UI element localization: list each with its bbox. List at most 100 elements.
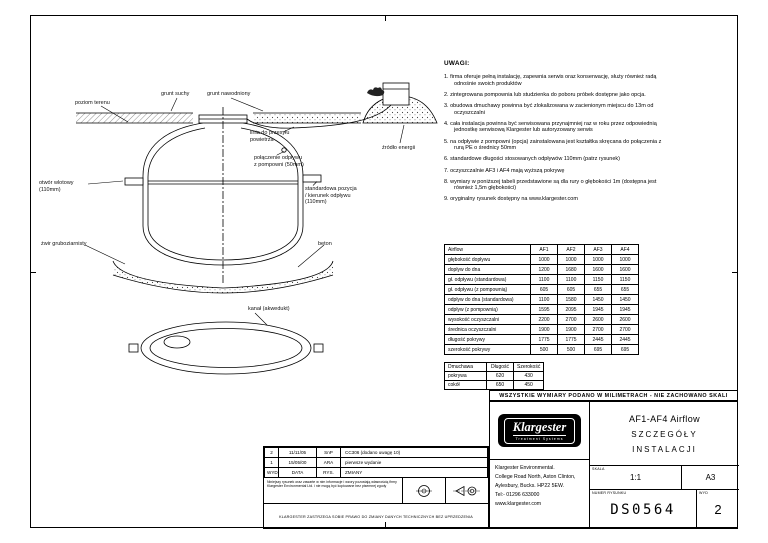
gravel-base: [112, 260, 334, 294]
table-cell: 1900: [557, 324, 585, 335]
label-beton: beton: [318, 241, 332, 247]
tolerance-symbol: [403, 478, 446, 503]
table-cell: 1775: [530, 334, 558, 345]
logo-badge: Klargester Treatment Systems: [497, 413, 582, 448]
blower-kiosk: [362, 82, 438, 124]
klargester-logo: Klargester Treatment Systems: [490, 402, 589, 460]
table-cell: 650: [486, 380, 514, 390]
inlet-stub: [124, 177, 144, 186]
revision-footer: Niniejszy rysunek oraz zawarte w nim inf…: [264, 478, 488, 504]
table-cell: odpływ (z pompownią): [444, 304, 531, 315]
table-cell: pokrywa: [444, 371, 487, 381]
label-grunt-suchy: grunt suchy: [161, 91, 190, 97]
table-cell: 1000: [611, 254, 639, 265]
table-cell: WYD: [264, 467, 279, 478]
installation-cross-section-drawing: [76, 82, 438, 375]
revision-value: 2: [714, 502, 722, 517]
title-block-right: AF1-AF4 Airflow SZCZEGÓŁY INSTALACJI SKA…: [590, 402, 739, 528]
table-cell: 2600: [611, 314, 639, 325]
notes-section: UWAGI: 1. firma oferuje pełną instalację…: [444, 60, 662, 208]
table-cell: CC306 (dodano uwagę 10): [340, 447, 488, 458]
scale-value: 1:1: [629, 473, 642, 482]
table-cell: 655: [584, 284, 612, 295]
list-item: www.klargester.com: [495, 501, 542, 507]
table-cell: szerokość pokrywy: [444, 344, 531, 355]
table-cell: 605: [530, 284, 558, 295]
drawing-number: DS0564: [610, 502, 676, 518]
table-cell: RYS.: [316, 467, 341, 478]
revision-label: WYD: [699, 491, 708, 495]
sheet-size-value: A3: [705, 473, 716, 482]
units-note: WSZYSTKIE WYMIARY PODANO W MILIMETRACH -…: [489, 390, 738, 401]
drawing-number-cell: NUMER RYSUNKU DS0564: [590, 490, 697, 528]
table-cell: cokół: [444, 380, 487, 390]
company-address: Klargester Environmental.College Road No…: [490, 460, 589, 513]
label-linia-przesylu: linia do przesyłu powietrza: [250, 130, 290, 143]
notes-list: 1. firma oferuje pełną instalację, zapew…: [444, 74, 662, 203]
table-cell: 2095: [557, 304, 585, 315]
label-poziom-terenu: poziom terenu: [75, 100, 110, 106]
copyright-note: Niniejszy rysunek oraz zawarte w nim inf…: [264, 478, 403, 503]
drawing-number-row: NUMER RYSUNKU DS0564 WYD 2: [590, 490, 739, 528]
table-cell: 2600: [584, 314, 612, 325]
table-cell: wysokość oczyszczalni: [444, 314, 531, 325]
table-cell: 695: [584, 344, 612, 355]
table-cell: gł. odpływu (z pompownią): [444, 284, 531, 295]
table-cell: 15/05/00: [278, 457, 317, 468]
list-item: 4. cała instalacja powinna być serwisowa…: [444, 120, 657, 134]
title-block: Klargester Treatment Systems Klargester …: [489, 401, 739, 529]
label-zrodlo-energii: źródło energii: [382, 145, 416, 151]
drawing-title-line1: AF1-AF4 Airflow: [628, 413, 701, 424]
table-cell: 1600: [611, 264, 639, 275]
table-cell: 2445: [584, 334, 612, 345]
table-cell: ARA: [316, 457, 341, 468]
notes-title: UWAGI:: [444, 60, 470, 67]
table-cell: 2200: [530, 314, 558, 325]
table-cell: 1000: [584, 254, 612, 265]
table-cell: głębokość dopływu: [444, 254, 531, 265]
table-cell: 1580: [557, 294, 585, 305]
drawing-number-label: NUMER RYSUNKU: [592, 491, 627, 495]
list-item: 2. zintegrowana pompownia lub studzienka…: [444, 91, 646, 98]
ground-hatch-saturated: [253, 112, 361, 124]
projection-symbol: [445, 478, 488, 503]
title-block-left: Klargester Treatment Systems Klargester …: [490, 402, 590, 528]
frame-center-tick: [30, 272, 36, 273]
label-standardowa-pozycja: standardowa pozycja / kierunek odpływu (…: [305, 186, 357, 206]
table-cell: 500: [530, 344, 558, 355]
table-cell: 695: [611, 344, 639, 355]
list-item: 1. firma oferuje pełną instalację, zapew…: [444, 74, 657, 87]
table-cell: Dmuchawa: [444, 362, 487, 372]
table-cell: 2700: [584, 324, 612, 335]
table-cell: 430: [512, 371, 545, 381]
list-item: College Road North, Aston Clinton,: [495, 474, 576, 480]
table-cell: gł. odpływu (standardowa): [444, 274, 531, 285]
bush-icon: [367, 87, 385, 97]
table-cell: 605: [557, 284, 585, 295]
table-cell: AF2: [557, 244, 585, 255]
table-cell: 500: [557, 344, 585, 355]
table-cell: 1900: [530, 324, 558, 335]
logo-subtext: Treatment Systems: [512, 435, 567, 441]
label-kanal: kanał (akwedukt): [248, 306, 290, 312]
table-cell: 2700: [557, 314, 585, 325]
scale-cell: SKALA 1:1: [590, 466, 682, 489]
scale-row: SKALA 1:1 A3: [590, 466, 739, 490]
table-cell: 1600: [584, 264, 612, 275]
scale-label: SKALA: [592, 467, 605, 471]
table-cell: dopływ do dna: [444, 264, 531, 275]
table-cell: 1150: [611, 274, 639, 285]
